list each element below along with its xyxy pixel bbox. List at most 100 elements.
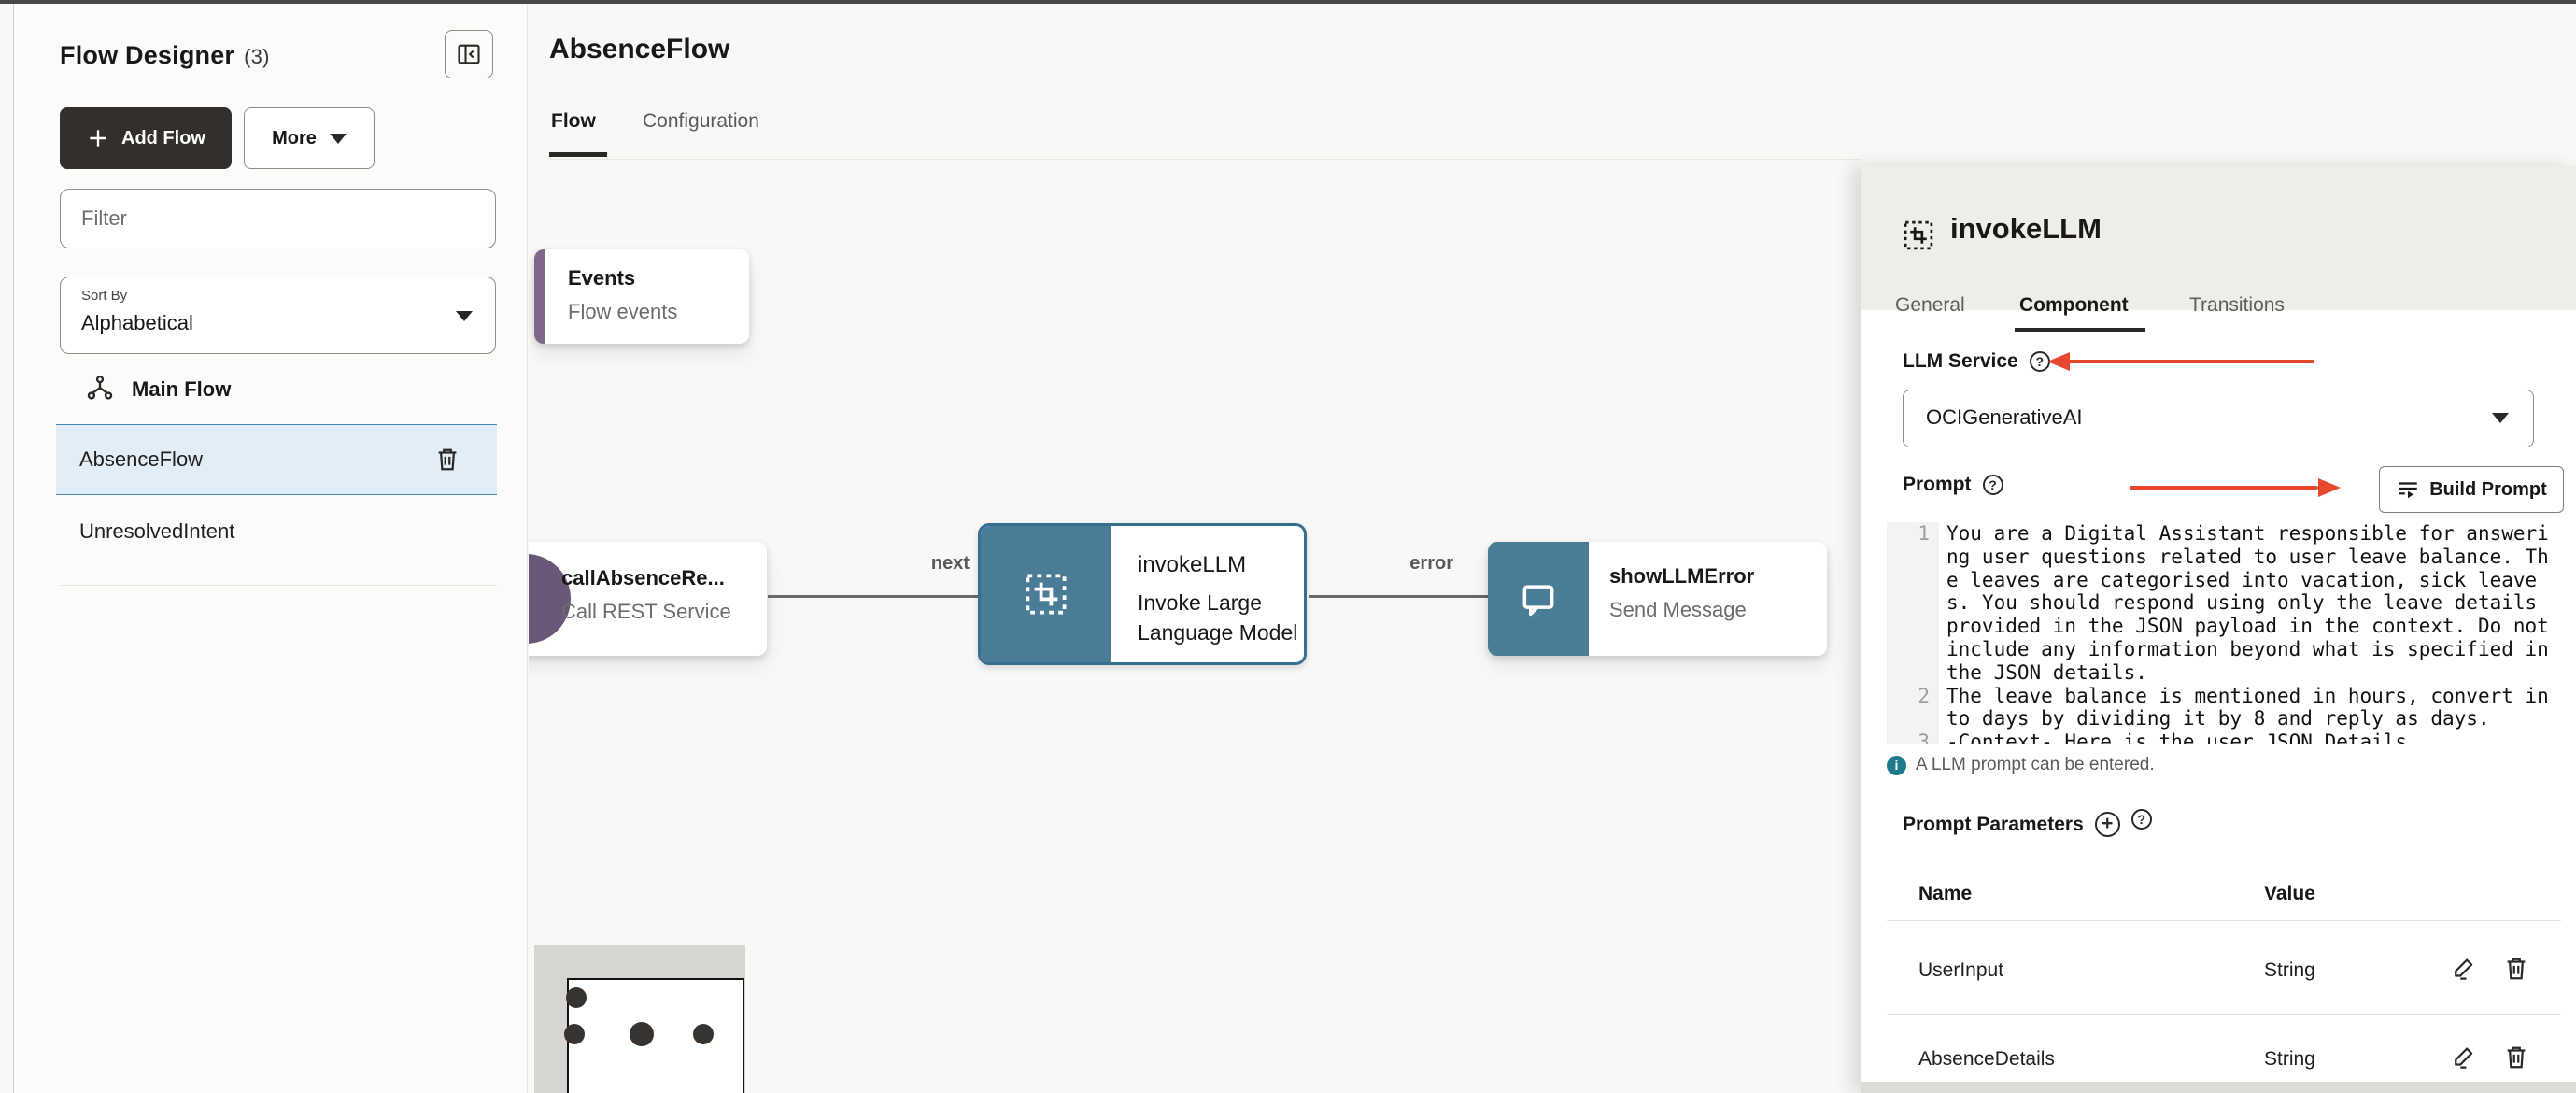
param-name: AbsenceDetails xyxy=(1918,1048,2055,1070)
prompt-line: 2 The leave balance is mentioned in hour… xyxy=(1887,684,2569,731)
chevron-down-icon xyxy=(456,311,473,321)
node-call-rest[interactable]: callAbsenceRe... Call REST Service xyxy=(529,542,767,656)
prompt-line-text: The leave balance is mentioned in hours,… xyxy=(1946,684,2549,731)
invoke-llm-node-icon-block xyxy=(981,526,1111,662)
param-name: UserInput xyxy=(1918,959,2004,981)
build-prompt-icon xyxy=(2396,477,2420,502)
prompt-label-row: Prompt xyxy=(1903,474,2003,496)
component-properties-panel: invokeLLM General Component Transitions … xyxy=(1861,165,2576,1093)
node-title: Events xyxy=(568,266,636,290)
annotation-arrow-left xyxy=(2068,360,2314,363)
node-title: showLLMError xyxy=(1609,564,1755,588)
prompt-hint-text: A LLM prompt can be entered. xyxy=(1916,755,2155,774)
tabs-divider xyxy=(549,159,1861,160)
add-flow-button[interactable]: Add Flow xyxy=(60,107,232,169)
annotation-arrow-left-head xyxy=(2047,352,2070,371)
column-header-value: Value xyxy=(2264,883,2315,904)
sort-by-select[interactable]: Sort By Alphabetical xyxy=(60,277,496,354)
delete-flow-button[interactable] xyxy=(432,444,463,476)
main-flow-section-title: Main Flow xyxy=(132,377,232,401)
tab-component[interactable]: Component xyxy=(2019,294,2129,316)
panel-title: invokeLLM xyxy=(1950,212,2102,245)
info-icon xyxy=(1887,755,1906,775)
node-events[interactable]: Events Flow events xyxy=(534,249,749,344)
tab-transitions[interactable]: Transitions xyxy=(2189,294,2285,316)
flow-name: UnresolvedIntent xyxy=(79,519,235,543)
node-title: invokeLLM xyxy=(1138,552,1247,577)
add-parameter-button[interactable] xyxy=(2094,812,2120,837)
invoke-llm-icon xyxy=(1903,220,1934,251)
llm-service-value: OCIGenerativeAI xyxy=(1926,405,2083,429)
node-subtitle: Call REST Service xyxy=(561,600,731,623)
collapse-panel-button[interactable] xyxy=(445,30,493,78)
prompt-parameters-label: Prompt Parameters xyxy=(1903,813,2084,835)
param-value: String xyxy=(2264,959,2315,981)
node-show-llm-error[interactable]: showLLMError Send Message xyxy=(1488,542,1827,656)
flow-designer-sidebar: Flow Designer(3) Add Flow More Sort By A… xyxy=(13,4,528,1093)
flow-branch-icon xyxy=(85,374,115,404)
minimap-viewport[interactable] xyxy=(567,978,744,1093)
minimap-node-dot xyxy=(630,1022,654,1046)
prompt-line: 1 You are a Digital Assistant responsibl… xyxy=(1887,522,2569,685)
minimap-node-dot xyxy=(693,1024,714,1044)
sidebar-title: Flow Designer(3) xyxy=(60,41,270,69)
trash-icon xyxy=(433,446,461,474)
plus-icon xyxy=(86,126,110,150)
message-node-icon-block xyxy=(1488,542,1589,656)
line-number: 1 xyxy=(1887,522,1939,685)
delete-parameter-button[interactable] xyxy=(2499,1041,2533,1074)
param-value: String xyxy=(2264,1048,2315,1070)
panel-bottom-scrollbar[interactable] xyxy=(1861,1082,2576,1093)
trash-icon xyxy=(2502,955,2530,983)
tab-configuration[interactable]: Configuration xyxy=(643,110,759,132)
node-title: callAbsenceRe... xyxy=(561,566,725,589)
sort-by-label: Sort By xyxy=(81,288,128,304)
edit-parameter-button[interactable] xyxy=(2447,1041,2481,1074)
prompt-line-text: You are a Digital Assistant responsible … xyxy=(1946,522,2561,684)
prompt-line: 3 -Context- Here is the user JSON Detail… xyxy=(1887,731,2569,744)
more-button[interactable]: More xyxy=(244,107,375,169)
node-subtitle: Send Message xyxy=(1609,598,1747,621)
prompt-line-text: -Context- Here is the user JSON Details xyxy=(1946,731,2408,744)
trash-icon xyxy=(2502,1043,2530,1072)
chevron-down-icon xyxy=(329,133,347,144)
help-icon[interactable] xyxy=(2130,808,2152,830)
prompt-hint-row: A LLM prompt can be entered. xyxy=(1887,755,2155,775)
sidebar-item-unresolvedintent[interactable]: UnresolvedIntent xyxy=(56,496,497,567)
connector-next xyxy=(768,595,978,598)
prompt-editor[interactable]: 1 You are a Digital Assistant responsibl… xyxy=(1887,522,2569,744)
tab-general[interactable]: General xyxy=(1895,294,1965,316)
page-title: AbsenceFlow xyxy=(549,34,730,64)
edit-parameter-button[interactable] xyxy=(2447,952,2481,986)
pencil-icon xyxy=(2450,955,2478,983)
annotation-arrow-right-head xyxy=(2318,478,2341,497)
minimap-node-dot xyxy=(564,1024,585,1044)
column-header-name: Name xyxy=(1918,883,1973,904)
chevron-down-icon xyxy=(2492,413,2509,423)
pencil-icon xyxy=(2450,1043,2478,1072)
tab-flow[interactable]: Flow xyxy=(551,110,596,132)
build-prompt-button[interactable]: Build Prompt xyxy=(2379,466,2564,513)
window-top-edge xyxy=(0,0,2576,4)
sidebar-divider xyxy=(60,585,497,586)
minimap-node-dot xyxy=(566,987,587,1008)
connector-label-next: next xyxy=(930,553,970,574)
help-icon[interactable] xyxy=(1982,475,2003,495)
line-number: 2 xyxy=(1887,684,1939,731)
llm-service-select[interactable]: OCIGenerativeAI xyxy=(1903,390,2534,447)
events-node-stripe xyxy=(534,249,545,344)
flow-canvas[interactable]: AbsenceFlow Flow Configuration Events Fl… xyxy=(529,4,1861,1093)
sort-by-value: Alphabetical xyxy=(81,311,193,334)
node-invoke-llm[interactable]: invokeLLM Invoke Large Language Model xyxy=(978,523,1307,665)
active-tab-underline xyxy=(549,152,607,157)
sidebar-item-absenceflow[interactable]: AbsenceFlow xyxy=(56,424,497,495)
table-divider xyxy=(1887,1014,2561,1015)
llm-service-label-row: LLM Service xyxy=(1903,350,2050,373)
connector-error xyxy=(1309,595,1488,598)
canvas-minimap[interactable] xyxy=(534,945,745,1093)
filter-input[interactable] xyxy=(60,189,496,248)
collapse-panel-icon xyxy=(456,41,482,67)
delete-parameter-button[interactable] xyxy=(2499,952,2533,986)
prompt-parameters-label-row: Prompt Parameters xyxy=(1903,808,2152,837)
table-divider xyxy=(1887,920,2561,921)
